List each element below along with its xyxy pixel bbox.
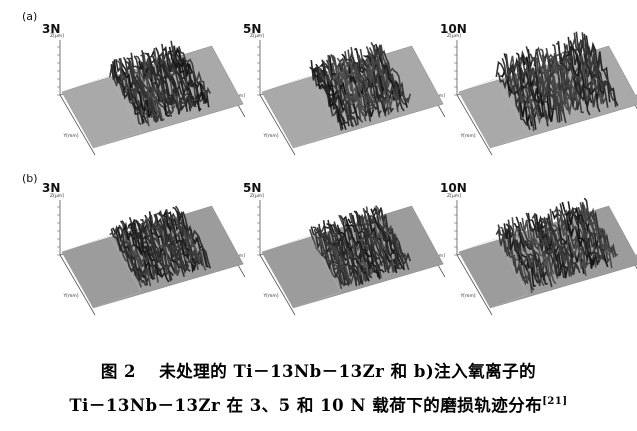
surface-ridge: [112, 227, 145, 282]
panel-label-a-3n: 3N: [42, 22, 61, 36]
figure: (a) (b) 3N 5N 10N 3N 5N 10N Z[μm]X[mm]Y[…: [22, 10, 637, 316]
surface-ridge: [321, 59, 355, 128]
surface-ridge: [133, 219, 167, 278]
surface-ridge: [358, 214, 392, 273]
surface-edge: [458, 78, 529, 149]
surface-ridge: [170, 40, 204, 103]
surface-ridge: [322, 220, 356, 279]
surface-plots: Z[μm]X[mm]Y[mm]Z[μm]X[mm]Y[mm]Z[μm]X[mm]…: [50, 31, 637, 316]
surface-edge: [458, 238, 529, 309]
surface-ridge: [521, 54, 555, 123]
plot-y-label: Y[mm]: [63, 293, 79, 299]
surface-ridge: [545, 217, 579, 272]
surface-ridge: [519, 221, 553, 288]
plot-z-label: Z[μm]: [250, 33, 264, 39]
caption-line-2-text: Ti－13Nb－13Zr 在 3、5 和 10 N 载荷下的磨损轨迹分布: [69, 396, 543, 415]
plot-z-label: Z[μm]: [250, 193, 264, 199]
surface-ridge: [173, 45, 207, 104]
surface-ridge: [110, 228, 144, 284]
surface-ridge: [569, 40, 603, 100]
surface-ridge: [140, 219, 173, 281]
surface-ridge: [495, 227, 529, 284]
surface-ridge: [378, 207, 412, 264]
surface-ridge: [316, 226, 350, 286]
caption-reference: [21]: [542, 396, 568, 407]
plot-z-label: Z[μm]: [50, 193, 64, 199]
surface-ridge: [178, 46, 212, 99]
surface-ridge: [153, 213, 187, 271]
panel-label-b-10n: 10N: [440, 181, 467, 195]
surface-ridge: [147, 52, 181, 111]
surface-ridge: [547, 213, 581, 274]
panel-label-b-5n: 5N: [243, 181, 262, 195]
surface-ridge: [565, 209, 598, 267]
surface-ridge: [370, 208, 404, 270]
surface-ridge: [328, 55, 362, 122]
plot-y-label: Y[mm]: [263, 133, 279, 139]
surface-ridge: [515, 52, 549, 127]
plot-z-label: Z[μm]: [50, 33, 64, 39]
surface-ridge: [116, 224, 150, 286]
surface-ridge: [577, 203, 611, 265]
surface-ridge: [505, 223, 539, 284]
plot-y-label: Y[mm]: [263, 293, 279, 299]
panel-label-a-5n: 5N: [243, 22, 262, 36]
surface-ridge: [159, 59, 193, 105]
surface-ridge: [378, 44, 412, 104]
panel-label-b-3n: 3N: [42, 181, 61, 195]
caption-line-1: 图 2 未处理的 Ti－13Nb－13Zr 和 b)注入氧离子的: [100, 362, 537, 381]
surface-ridge: [585, 207, 618, 256]
surface-ridge: [132, 66, 165, 121]
panel-label-a-10n: 10N: [440, 22, 467, 36]
surface-ridge: [130, 52, 164, 122]
plot-y-label: Y[mm]: [63, 133, 79, 139]
surface-ridge: [373, 207, 407, 267]
plot-z-label: Z[μm]: [447, 193, 461, 199]
surface-ridge: [335, 59, 368, 117]
surface-ridge: [310, 226, 344, 286]
surface-ridge: [346, 58, 379, 111]
surface-ridge: [129, 57, 162, 121]
surface-ridge: [365, 206, 399, 266]
surface-edge: [261, 235, 342, 309]
caption-line-2: Ti－13Nb－13Zr 在 3、5 和 10 N 载荷下的磨损轨迹分布[21]: [0, 392, 637, 416]
plot-z-label: Z[μm]: [447, 33, 461, 39]
surface-ridge: [513, 61, 547, 117]
surface-ridge: [553, 206, 587, 276]
surface-ridge: [355, 47, 389, 117]
surface-edge: [261, 75, 342, 149]
plot-y-label: Y[mm]: [460, 293, 476, 299]
row-label-b: (b): [22, 172, 38, 185]
surface-edge: [61, 235, 142, 309]
surface-ridge: [164, 48, 197, 108]
surface-ridge: [557, 209, 591, 269]
surface-edge: [61, 75, 142, 149]
surface-ridge: [511, 217, 545, 287]
surface-ridge: [563, 43, 597, 108]
surface-ridge: [497, 224, 531, 286]
surface-ridge: [178, 210, 212, 269]
surface-ridge: [350, 212, 384, 273]
surface-ridge: [336, 57, 370, 116]
surface-ridge: [549, 56, 583, 104]
plot-y-label: Y[mm]: [460, 133, 476, 139]
surface-ridge: [585, 35, 619, 107]
surface-ridge: [345, 219, 379, 278]
surface-ridge: [356, 214, 390, 274]
row-label-a: (a): [22, 10, 38, 23]
surface-ridge: [176, 210, 209, 268]
